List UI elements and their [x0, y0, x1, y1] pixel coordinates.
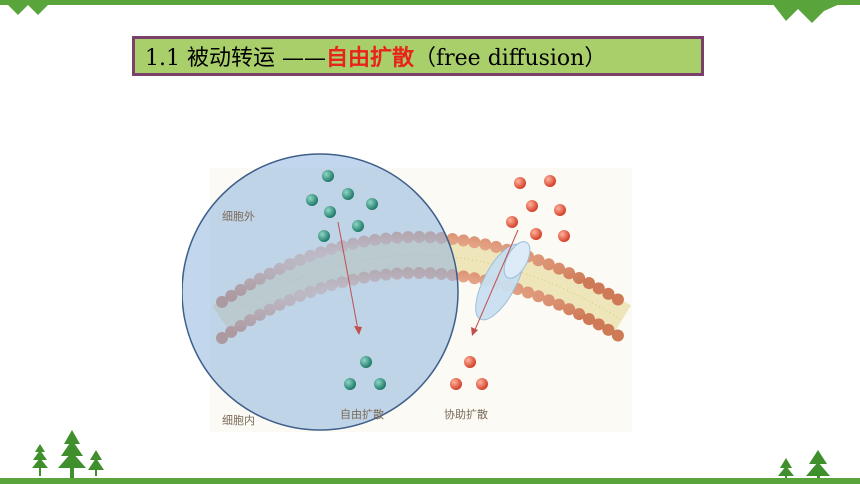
title-suffix: （free diffusion）: [414, 46, 607, 71]
mountain-deco-icon: [6, 3, 50, 15]
slide-title: 1.1 被动转运 ——自由扩散（free diffusion）: [132, 36, 704, 76]
teal-molecules-inside: [344, 356, 386, 390]
membrane-diffusion-figure: 细胞外 细胞内 自由扩散 协助扩散: [182, 150, 632, 432]
label-facilitated-diffusion: 协助扩散: [444, 408, 488, 421]
highlight-circle: [182, 153, 459, 431]
free-diffusion-arrow: [337, 221, 359, 331]
label-outside-cell: 细胞外: [222, 210, 255, 223]
label-free-diffusion: 自由扩散: [340, 408, 384, 421]
top-accent-bar: [0, 0, 860, 5]
title-prefix: 1.1 被动转运 ——: [145, 46, 326, 71]
red-molecules-outside: [506, 175, 570, 242]
red-molecules-inside: [450, 356, 488, 390]
title-highlight: 自由扩散: [325, 45, 414, 71]
tree-icon: [32, 430, 104, 478]
facilitated-arrow: [473, 229, 519, 333]
tree-icon: [778, 450, 830, 480]
teal-molecules-outside: [306, 170, 378, 242]
label-inside-cell: 细胞内: [222, 414, 255, 427]
membrane-illustration: [182, 153, 632, 432]
bottom-accent-bar: [0, 478, 860, 484]
mountain-deco-icon: [772, 3, 842, 23]
